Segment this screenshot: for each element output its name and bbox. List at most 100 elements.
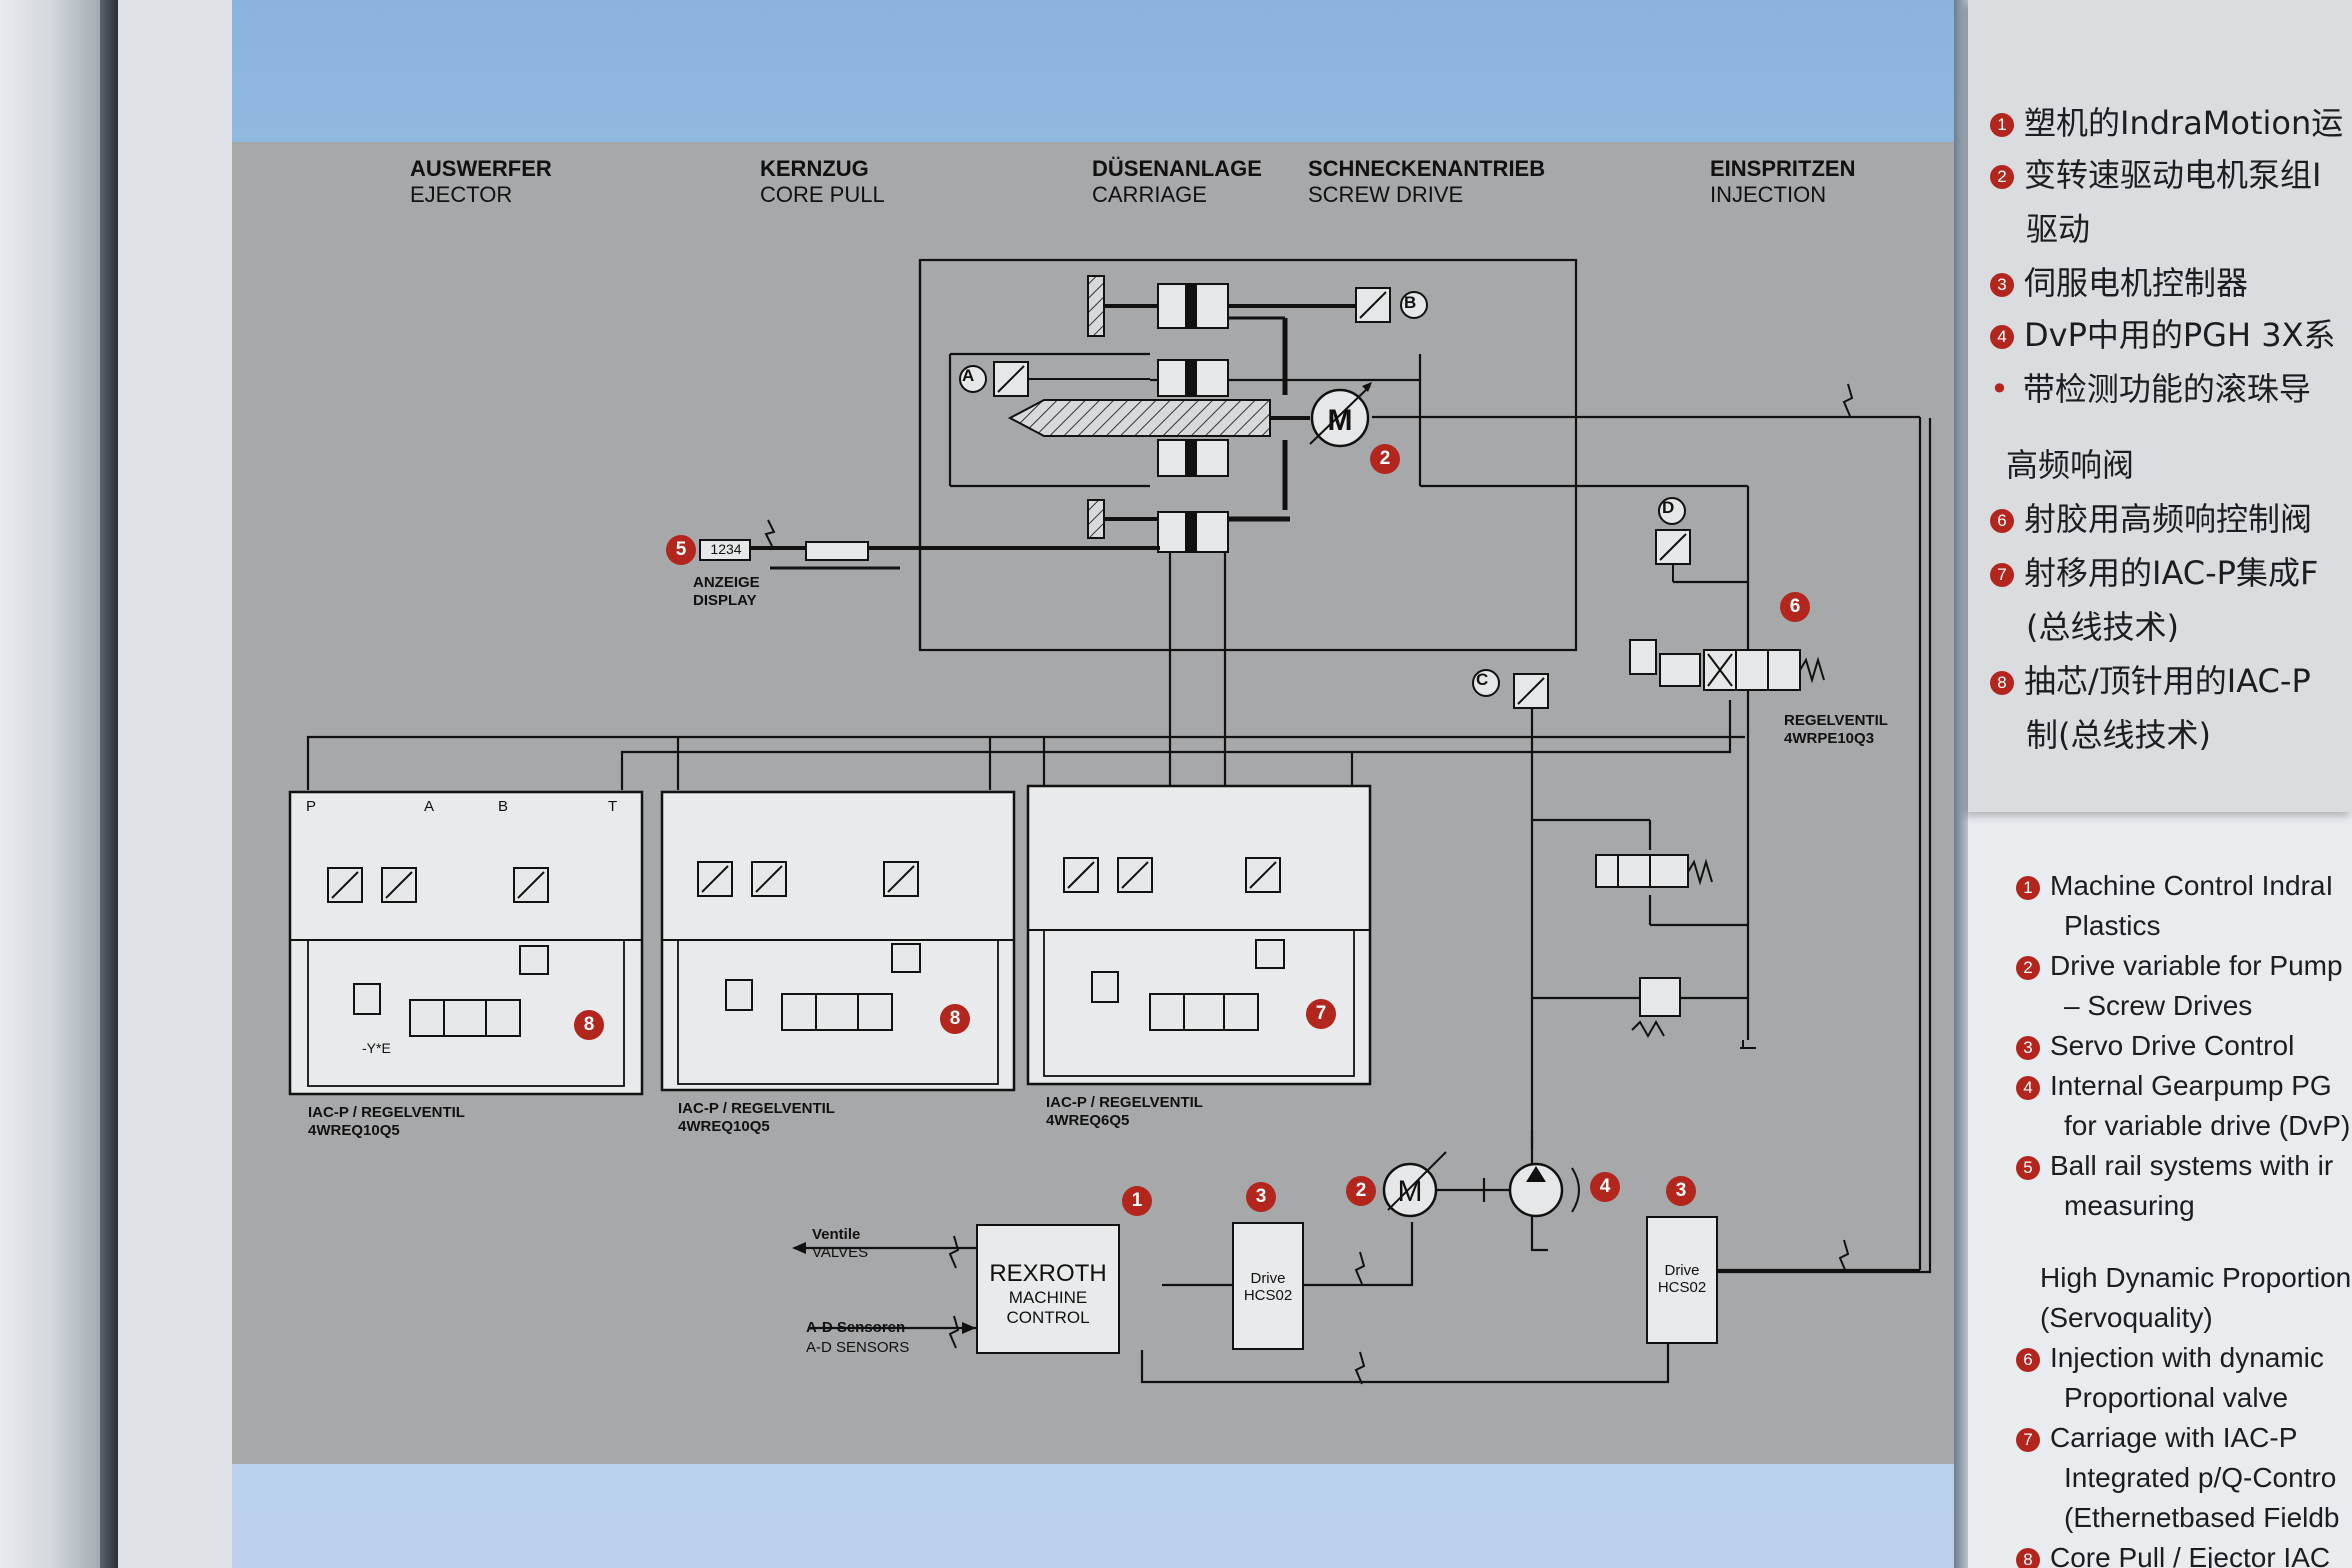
legend-number-badge: 5 [2016,1155,2040,1180]
port-p: P [306,798,317,815]
legend-cn-item: 2 变转速驱动电机泵组I [1990,150,2321,196]
legend-cn-text: 抽芯/顶针用的IAC-P [2024,662,2311,700]
sensor-a [959,361,1150,397]
check-valve-2 [1595,854,1713,888]
drive-box-1: Drive HCS02 [1232,1222,1304,1350]
gear-pump [1508,1162,1580,1218]
legend-number-badge: 4 [2016,1075,2040,1100]
legend-en-item: 2 Drive variable for Pump [2016,950,2343,982]
legend-cn-text: 变转速驱动电机泵组I [2024,156,2322,194]
legend-number-badge: 1 [1990,113,2014,137]
top-assembly-lines [918,258,1922,1272]
legend-en-item: Integrated p/Q-Contro [2064,1462,2336,1494]
legend-en-text: Servo Drive Control [2050,1030,2295,1061]
sensor-label-a: A [962,366,975,385]
legend-cn-text: 驱动 [2026,210,2091,248]
supply-lines [306,580,1748,1150]
legend-cn-text: 塑机的IndraMotion运 [2024,104,2344,142]
valve-block-2 [660,790,1016,1092]
legend-en-item: for variable drive (DvP) [2064,1110,2350,1142]
legend-en-item: (Servoquality) [2040,1302,2213,1334]
legend-en-item: 3 Servo Drive Control [2016,1030,2294,1062]
legend-cn-text: 制(总线技术) [2026,716,2211,754]
side-card-chinese [1968,0,2352,812]
port-ye: -Y*E [362,1040,391,1056]
legend-en-text: Proportional valve [2064,1382,2289,1413]
legend-en-text: Carriage with IAC-P [2050,1422,2298,1453]
legend-number-badge: 4 [1990,325,2014,349]
valve-block-1 [288,790,644,1096]
sensor-d [1655,497,1691,582]
side-panel-edge [1954,0,1968,1568]
legend-cn-text: DvP中用的PGH 3X系 [2024,316,2336,354]
valve-block-3 [1026,784,1372,1086]
legend-en-item: – Screw Drives [2064,990,2252,1022]
legend-en-text: (Ethernetbased Fieldb [2064,1502,2340,1533]
legend-cn-item: •带检测功能的滚珠导 [1990,364,2311,410]
legend-en-text: Integrated p/Q-Contro [2064,1462,2337,1493]
legend-en-item: 6 Injection with dynamic [2016,1342,2324,1374]
legend-en-item: 1 Machine Control IndraI [2016,870,2333,902]
legend-en-text: Machine Control IndraI [2050,870,2334,901]
badge-valve-block-2: 8 [940,1004,970,1034]
pump-motor: M [1382,1151,1447,1218]
legend-en-text: – Screw Drives [2064,990,2253,1021]
sensor-b [1355,287,1428,323]
carriage-cylinder [750,499,1290,650]
badge-machine-control: 1 [1122,1186,1152,1216]
legend-number-badge: 8 [2016,1547,2040,1568]
legend-number-badge: 2 [1990,165,2014,189]
badge-valve-block-1: 8 [574,1010,604,1040]
legend-number-badge: 7 [2016,1427,2040,1452]
port-b: B [498,798,509,815]
legend-number-badge: 3 [2016,1035,2040,1060]
machine-control-box: REXROTH MACHINE CONTROL [976,1224,1120,1354]
bullet-icon: • [1990,370,2009,408]
legend-cn-item: 4 DvP中用的PGH 3X系 [1990,310,2336,356]
port-t: T [608,798,618,815]
badge-display: 5 [666,535,696,565]
legend-cn-text: 伺服电机控制器 [2024,264,2249,302]
legend-en-text: Plastics [2064,910,2161,941]
legend-cn-item: 驱动 [2026,204,2090,250]
badge-drive-2: 3 [1666,1176,1696,1206]
legend-en-text: Internal Gearpump PG [2050,1070,2332,1101]
legend-number-badge: 6 [2016,1347,2040,1372]
port-a: A [424,798,435,815]
legend-cn-item: 8 抽芯/顶针用的IAC-P [1990,656,2311,702]
legend-en-item: Proportional valve [2064,1382,2288,1414]
display-rail [699,519,900,570]
legend-en-text: Injection with dynamic [2050,1342,2324,1373]
legend-number-badge: 1 [2016,875,2040,900]
left-wall [0,0,110,1568]
legend-number-badge: 7 [1990,563,2014,587]
legend-cn-item: 1 塑机的IndraMotion运 [1990,98,2343,144]
board-edge [100,0,118,1568]
relief-valve [1610,977,1756,1049]
legend-en-text: Drive variable for Pump [2050,950,2343,981]
legend-en-item: 4 Internal Gearpump PG [2016,1070,2332,1102]
sensor-c [1472,669,1549,709]
legend-cn-item: (总线技术) [2026,602,2179,648]
legend-number-badge: 8 [1990,671,2014,695]
legend-en-text: High Dynamic Proportion [2040,1262,2352,1293]
badge-motor-top: 2 [1370,444,1400,474]
screw-motor: M [1309,382,1372,448]
legend-cn-item: 制(总线技术) [2026,710,2211,756]
legend-number-badge: 2 [2016,955,2040,980]
legend-cn-item: 高频响阀 [2006,440,2134,486]
